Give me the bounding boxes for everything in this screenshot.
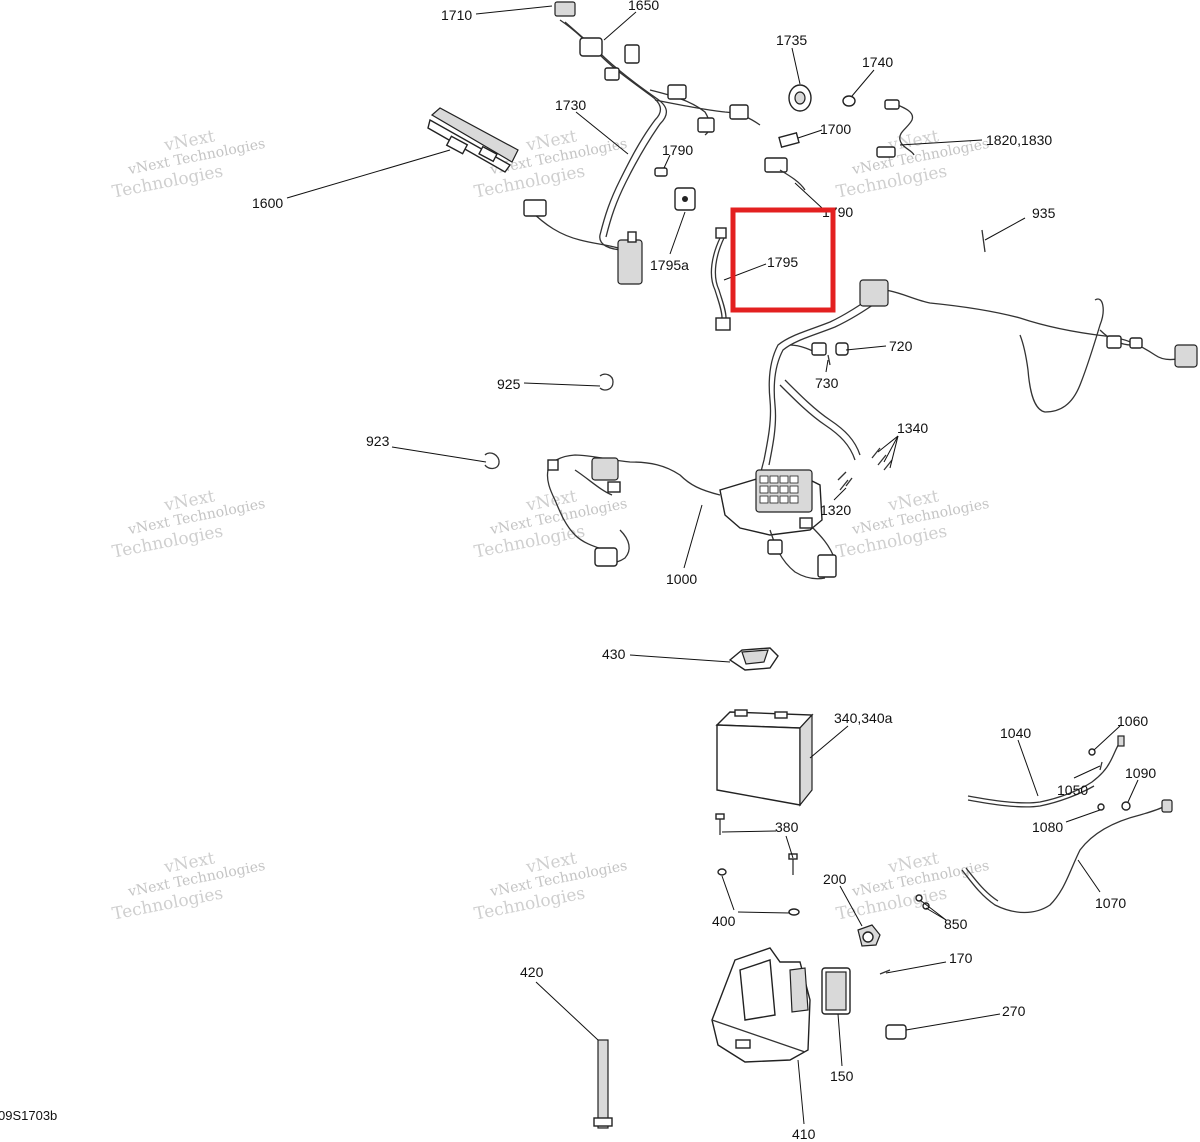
small-parts-mid	[484, 354, 893, 491]
part-1795-wire	[710, 227, 731, 331]
part-340-battery	[715, 709, 814, 807]
label-340-340a: 340,340a	[834, 710, 893, 726]
label-1650: 1650	[628, 0, 659, 13]
label-1710: 1710	[441, 7, 472, 23]
label-1000: 1000	[666, 571, 697, 587]
label-430: 430	[602, 646, 626, 662]
label-420: 420	[520, 964, 544, 980]
label-1735: 1735	[776, 32, 807, 48]
part-430-bracket	[728, 647, 779, 671]
label-923: 923	[366, 433, 390, 449]
label-850: 850	[944, 916, 968, 932]
label-1320: 1320	[820, 502, 851, 518]
harness-1730	[523, 1, 761, 285]
label-1340: 1340	[897, 420, 928, 436]
label-1600: 1600	[252, 195, 283, 211]
label-1795: 1795	[767, 254, 798, 270]
part-labels: 1710 1650 1735 1740 1730 1700 1820,1830 …	[0, 0, 1156, 1142]
reference-code: 09S1703b	[0, 1108, 57, 1123]
label-270: 270	[1002, 1003, 1026, 1019]
label-925: 925	[497, 376, 521, 392]
leader-lines	[286, 5, 1139, 1125]
label-1080: 1080	[1032, 819, 1063, 835]
label-1060: 1060	[1117, 713, 1148, 729]
label-380: 380	[775, 819, 799, 835]
label-1090: 1090	[1125, 765, 1156, 781]
label-720: 720	[889, 338, 913, 354]
label-1820-1830: 1820,1830	[986, 132, 1052, 148]
label-1795a: 1795a	[650, 257, 689, 273]
label-935: 935	[1032, 205, 1056, 221]
label-1730: 1730	[555, 97, 586, 113]
part-420-strap	[593, 1039, 613, 1129]
relay-parts	[821, 924, 907, 1040]
highlight-box	[730, 207, 836, 313]
label-200: 200	[823, 871, 847, 887]
label-1700: 1700	[820, 121, 851, 137]
battery-cables	[961, 735, 1173, 914]
label-1050: 1050	[1057, 782, 1088, 798]
part-410-battery-tray	[711, 947, 811, 1063]
label-410: 410	[792, 1126, 816, 1142]
label-170: 170	[949, 950, 973, 966]
label-1070: 1070	[1095, 895, 1126, 911]
label-1740: 1740	[862, 54, 893, 70]
fasteners	[715, 748, 1131, 975]
harness-1000	[546, 279, 1198, 580]
label-1040: 1040	[1000, 725, 1031, 741]
label-150: 150	[830, 1068, 854, 1084]
label-400: 400	[712, 913, 736, 929]
small-parts-top	[654, 84, 986, 253]
label-730: 730	[815, 375, 839, 391]
label-1790: 1790	[662, 142, 693, 158]
part-1600-module	[427, 107, 519, 173]
